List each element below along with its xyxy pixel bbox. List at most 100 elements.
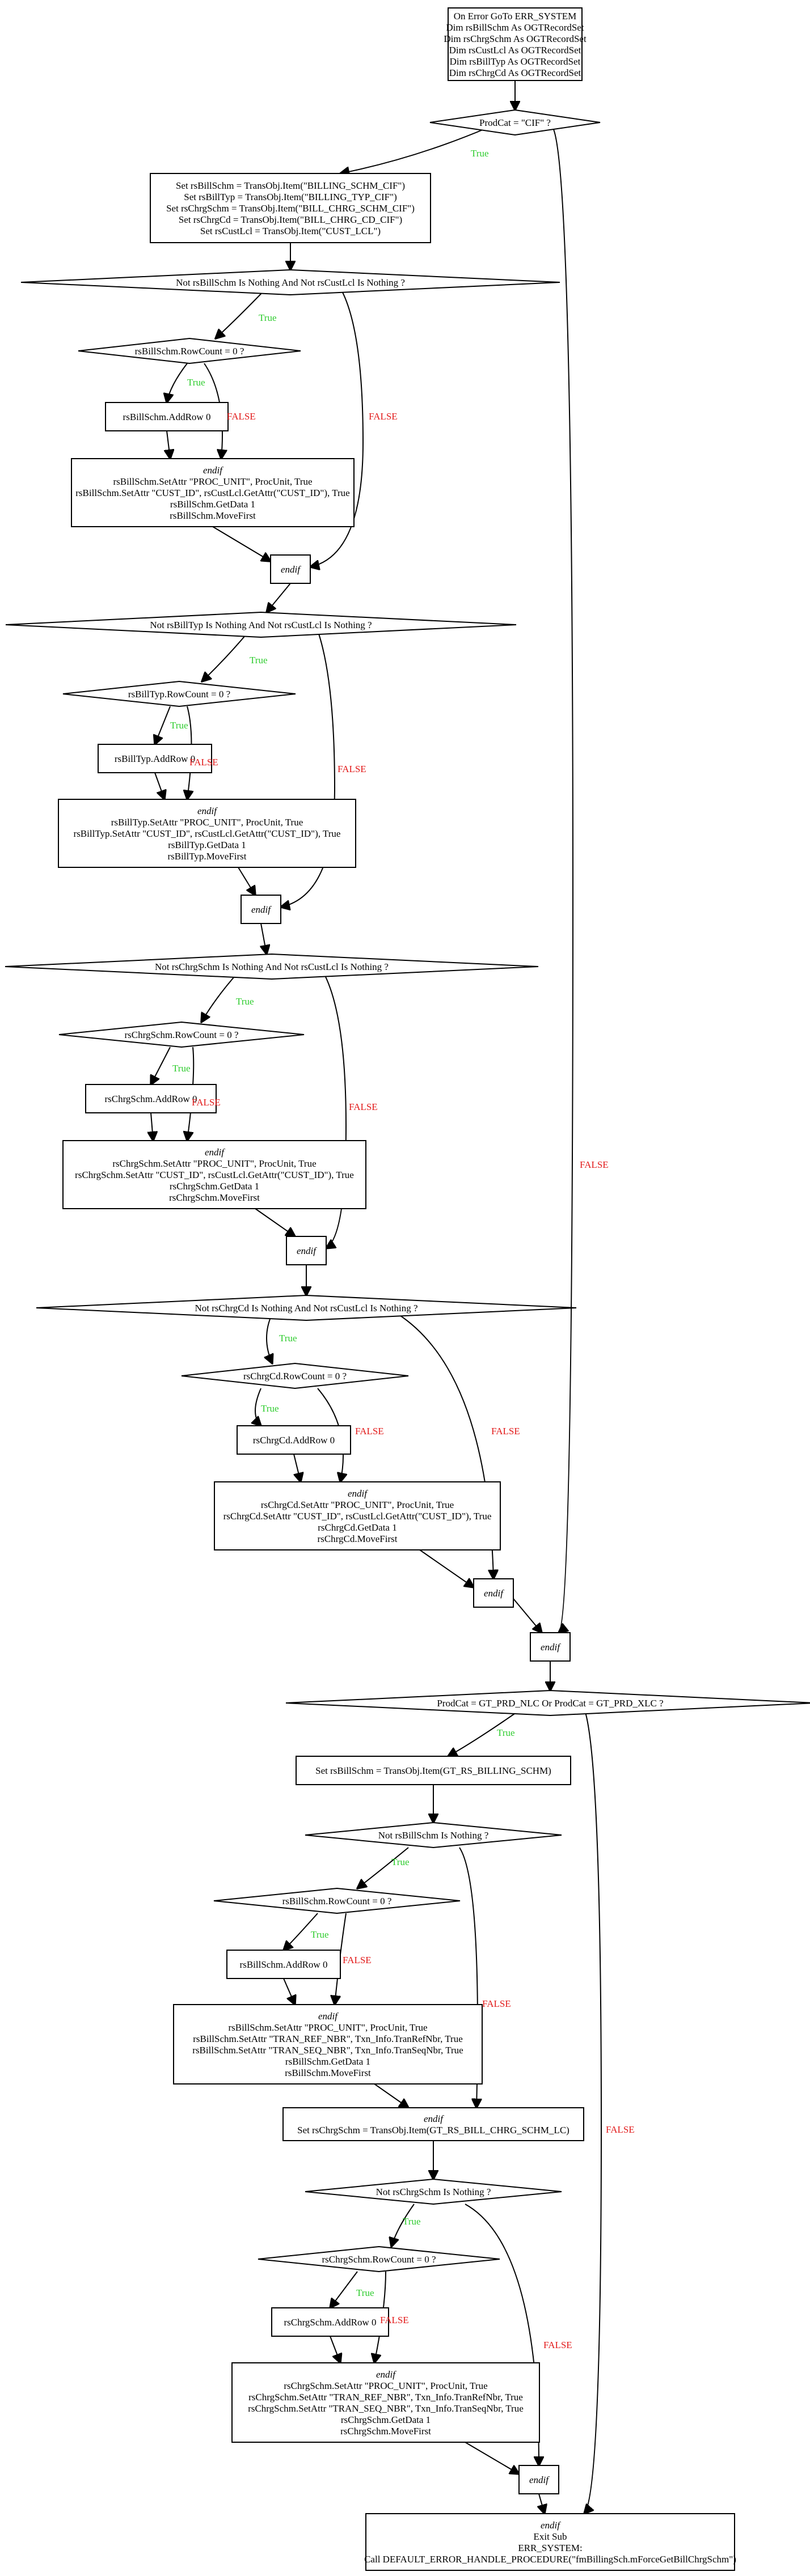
node-text-line: rsBillSchm.RowCount = 0 ? (135, 346, 244, 357)
node-text-line: endif (318, 2011, 339, 2022)
process-box (241, 895, 281, 924)
decision-diamond (305, 1821, 562, 1849)
edge-false (552, 128, 574, 1633)
decision-diamond (5, 953, 539, 980)
node-text-line: ERR_SYSTEM: (518, 2543, 582, 2553)
edge-plain (374, 2083, 408, 2108)
edge-true (202, 630, 250, 681)
decision-diamond (285, 1689, 810, 1717)
node-text-line: rsChrgSchm.SetAttr "TRAN_SEQ_NBR", Txn_I… (248, 2403, 524, 2414)
node-text-line: rsBillSchm.SetAttr "CUST_ID", rsCustLcl.… (75, 488, 349, 498)
process-box (286, 1236, 327, 1265)
decision-diamond (20, 269, 560, 296)
node-text-line: Not rsChrgCd Is Nothing And Not rsCustLc… (195, 1303, 417, 1314)
decision-node: rsChrgSchm.RowCount = 0 ? (58, 1021, 305, 1048)
node-text-line: rsChrgSchm.GetData 1 (341, 2414, 431, 2425)
edge-plain (330, 2336, 340, 2363)
edge-label-false: FALSE (343, 1955, 372, 1965)
edge-label-false: FALSE (349, 1101, 378, 1112)
node-text-line: Not rsChrgSchm Is Nothing And Not rsCust… (155, 961, 389, 972)
node-text-line: rsBillSchm.SetAttr "PROC_UNIT", ProcUnit… (113, 476, 312, 487)
node-text-line: rsChrgSchm.AddRow 0 (284, 2317, 376, 2328)
node-text-line: rsBillSchm.SetAttr "PROC_UNIT", ProcUnit… (228, 2022, 427, 2033)
decision-node: Not rsChrgCd Is Nothing And Not rsCustLc… (36, 1294, 577, 1321)
node-text-line: rsChrgCd.GetData 1 (318, 1522, 396, 1533)
process-box (98, 744, 212, 773)
node-text-line: Set rsBillSchm = TransObj.Item("BILLING_… (176, 180, 405, 191)
node-text-line: endif (376, 2369, 396, 2380)
node-text-line: rsBillSchm.AddRow 0 (240, 1959, 328, 1970)
decision-diamond (36, 1294, 577, 1321)
process-box (518, 2465, 559, 2494)
edge-plain (267, 583, 291, 612)
edge-label-false: FALSE (189, 757, 218, 768)
process-node: rsChrgCd.AddRow 0 (237, 1425, 351, 1455)
node-text-line: endif (348, 1488, 368, 1499)
node-text-line: Not rsBillSchm Is Nothing ? (378, 1830, 489, 1841)
edge-true (391, 2204, 415, 2247)
node-text-line: Dim rsBillSchm As OGTRecordSet (446, 22, 584, 33)
edge-label-false: FALSE (482, 1998, 511, 2009)
edge-label-false: FALSE (580, 1159, 609, 1170)
decision-node: Not rsChrgSchm Is Nothing And Not rsCust… (5, 953, 539, 980)
node-text-line: Not rsChrgSchm Is Nothing ? (376, 2187, 491, 2197)
node-text-line: Set rsCustLcl = TransObj.Item("CUST_LCL"… (200, 226, 381, 236)
decision-diamond (78, 337, 301, 365)
node-text-line: Dim rsChrgSchm As OGTRecordSet (444, 33, 587, 44)
edge-plain (419, 1549, 474, 1587)
edge-plain (465, 2442, 519, 2474)
node-text-line: endif (529, 2475, 550, 2485)
edge-label-true: True (279, 1333, 297, 1344)
edge-label-false: FALSE (355, 1426, 384, 1437)
node-text-line: rsChrgCd.RowCount = 0 ? (243, 1371, 347, 1382)
decision-node: ProdCat = "CIF" ? (429, 109, 601, 136)
edge-label-true: True (471, 148, 489, 159)
node-text-line: rsBillSchm.SetAttr "TRAN_SEQ_NBR", Txn_I… (192, 2045, 463, 2056)
edge-true (201, 972, 239, 1022)
decision-node: Not rsChrgSchm Is Nothing ? (305, 2178, 562, 2205)
node-text-line: Not rsBillTyp Is Nothing And Not rsCustL… (150, 620, 372, 630)
edge-true (330, 2271, 358, 2308)
edges-layer (151, 80, 602, 2514)
node-text-line: rsChrgCd.SetAttr "CUST_ID", rsCustLcl.Ge… (223, 1511, 492, 1522)
edge-label-true: True (497, 1727, 515, 1738)
process-box (62, 1140, 366, 1209)
edge-plain (167, 430, 170, 459)
process-node: endif (473, 1578, 514, 1608)
node-text-line: rsChrgSchm.SetAttr "CUST_ID", rsCustLcl.… (75, 1170, 354, 1180)
edge-false (310, 287, 364, 567)
decision-node: Not rsBillSchm Is Nothing ? (305, 1821, 562, 1849)
node-text-line: rsChrgSchm.RowCount = 0 ? (124, 1029, 238, 1040)
edge-labels-layer: TrueFALSETrueFALSETrueFALSETrueFALSETrue… (170, 148, 635, 2350)
process-node: rsBillTyp.AddRow 0 (98, 744, 212, 773)
process-node: rsChrgSchm.AddRow 0 (85, 1084, 217, 1113)
node-text-line: rsBillSchm.MoveFirst (170, 510, 256, 521)
edge-false (281, 630, 336, 907)
edge-label-true: True (250, 655, 268, 666)
process-box (271, 2307, 389, 2337)
edge-plain (154, 772, 164, 799)
process-node: rsChrgSchm.AddRow 0 (271, 2307, 389, 2337)
process-box (282, 2107, 584, 2141)
node-text-line: endif (541, 1642, 561, 1653)
process-box (296, 1756, 571, 1785)
edge-true (357, 1847, 409, 1888)
edge-true (216, 287, 267, 338)
process-box (270, 554, 311, 584)
node-text-line: rsBillSchm.SetAttr "TRAN_REF_NBR", Txn_I… (193, 2033, 463, 2044)
node-text-line: rsChrgSchm.RowCount = 0 ? (322, 2254, 436, 2265)
node-text-line: rsChrgSchm.SetAttr "PROC_UNIT", ProcUnit… (112, 1158, 316, 1169)
decision-diamond (213, 1887, 461, 1914)
node-text-line: endif (484, 1588, 504, 1599)
edge-label-false: FALSE (227, 411, 256, 422)
node-text-line: endif (297, 1245, 317, 1256)
process-box (85, 1084, 217, 1113)
edge-plain (212, 526, 271, 561)
edge-true (267, 1313, 272, 1363)
node-text-line: rsBillTyp.AddRow 0 (115, 753, 195, 764)
